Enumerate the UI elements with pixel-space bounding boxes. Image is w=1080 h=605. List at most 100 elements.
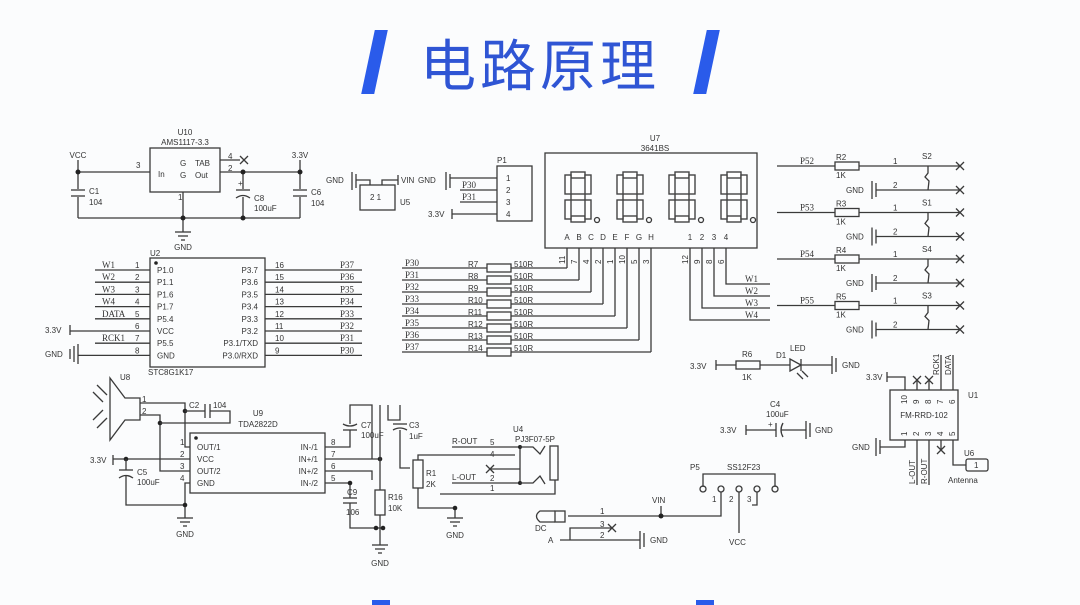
r16-value: 10K (388, 504, 403, 513)
resistor-body (834, 300, 860, 311)
pin-number: 8 (331, 438, 336, 447)
pin-name: IN-/2 (301, 479, 319, 488)
net-label: W1 (745, 274, 758, 284)
audio-jack-u4: U4 PJ3F07-5P R-OUT 5 4 L-OUT 2 1 (440, 425, 559, 495)
resistor-body (486, 263, 512, 273)
pin-number: 10 (275, 334, 284, 343)
resistor-body (486, 323, 512, 333)
resistor-body (486, 311, 512, 321)
pin-name: IN-/1 (301, 443, 319, 452)
switch-symbol (924, 259, 930, 284)
pin-number: 3 (642, 259, 651, 264)
switch-symbol (924, 166, 930, 191)
c9-ref: C9 (347, 488, 358, 497)
gnd-label: GND (815, 426, 833, 435)
gnd-label: GND (846, 186, 864, 195)
segment (622, 193, 638, 201)
segment (688, 199, 696, 220)
resistor-body (486, 299, 512, 309)
resistor-value: 510R (514, 320, 533, 329)
pin-name: P3.7 (242, 266, 259, 275)
pin-number: 2 (180, 450, 185, 459)
net-label: W3 (745, 298, 758, 308)
pin-number: 10 (900, 395, 909, 404)
pin-number: 1 (142, 395, 147, 404)
segment (570, 193, 586, 201)
pin1-marker (194, 436, 198, 440)
speaker-ref: U8 (120, 373, 131, 382)
gnd-label: GND (45, 350, 63, 359)
3v3-label: 3.3V (428, 210, 445, 219)
pin-number: 3 (747, 495, 752, 504)
resistor-ref: R8 (468, 272, 479, 281)
segment-letter: G (636, 233, 642, 242)
pin-number: 1 (600, 507, 605, 516)
c6-value: 104 (311, 199, 325, 208)
no-connect-icon (955, 278, 965, 288)
resistor-value: 1K (836, 218, 846, 227)
gnd-label: GND (371, 559, 389, 568)
resistor-ref: R11 (468, 308, 483, 317)
p5-ref: P5 (690, 463, 700, 472)
resistor-body (486, 335, 512, 345)
segment (740, 174, 748, 195)
pin-name: P3.1/TXD (223, 339, 258, 348)
pin-number: 2 (228, 164, 233, 173)
d1-value: LED (790, 344, 806, 353)
c4-ref: C4 (770, 400, 781, 409)
ground-symbol (177, 517, 193, 527)
usb-u5: 2 1 U5 GND VIN (326, 172, 415, 211)
net-label: P53 (800, 203, 815, 213)
pin-number: 4 (506, 210, 511, 219)
pin-number: 9 (912, 399, 921, 404)
pin-number: 12 (275, 310, 284, 319)
segment (636, 199, 644, 220)
gnd-label: GND (418, 176, 436, 185)
p5-part: SS12F23 (727, 463, 761, 472)
seven-segment-digit (668, 171, 696, 223)
pin-number: 4 (180, 474, 185, 483)
gnd-label: GND (846, 279, 864, 288)
c6-ref: C6 (311, 188, 322, 197)
net-label: P37 (405, 342, 420, 352)
pin-number: 11 (558, 255, 567, 264)
resistor-body (486, 347, 512, 357)
resistor-ref: R2 (836, 153, 847, 162)
pin-number: 1 (900, 431, 909, 436)
pin-label: TAB (195, 159, 210, 168)
pin-number: 1 (606, 259, 615, 264)
page-title: 电路原理 (420, 35, 660, 100)
bottom-accent-bar (696, 600, 714, 605)
pin-name: P3.6 (242, 278, 259, 287)
pin-name: GND (157, 351, 175, 360)
net-label: DATA (102, 309, 126, 319)
pin-number: 4 (135, 298, 140, 307)
net-label: P30 (405, 258, 420, 268)
regulator-ref: U10 (178, 128, 193, 137)
3v3-label: 3.3V (45, 326, 62, 335)
pin-number: 2 (600, 531, 605, 540)
display-part: 3641BS (641, 144, 669, 153)
pin-name: P3.4 (242, 303, 259, 312)
pin-number: 1 (712, 495, 717, 504)
segment (616, 174, 624, 195)
digit-wire (713, 248, 770, 297)
pin-number: 6 (948, 399, 957, 404)
gnd-label: GND (650, 536, 668, 545)
segment (740, 199, 748, 220)
gnd-label: GND (326, 176, 344, 185)
c7-value: 100uF (361, 431, 384, 440)
pin-name: VCC (197, 455, 214, 464)
net-label: P34 (340, 297, 355, 307)
resistor-body (834, 207, 860, 218)
pin-name: P1.7 (157, 303, 174, 312)
net-label: P32 (405, 282, 419, 292)
pin-number: 5 (490, 438, 495, 447)
digit-number: 1 (688, 233, 693, 242)
c5-ref: C5 (137, 468, 148, 477)
pin-number: 9 (693, 259, 702, 264)
pin-number: 7 (135, 334, 140, 343)
vcc-label: VCC (729, 538, 746, 547)
pin-name: P5.4 (157, 315, 174, 324)
